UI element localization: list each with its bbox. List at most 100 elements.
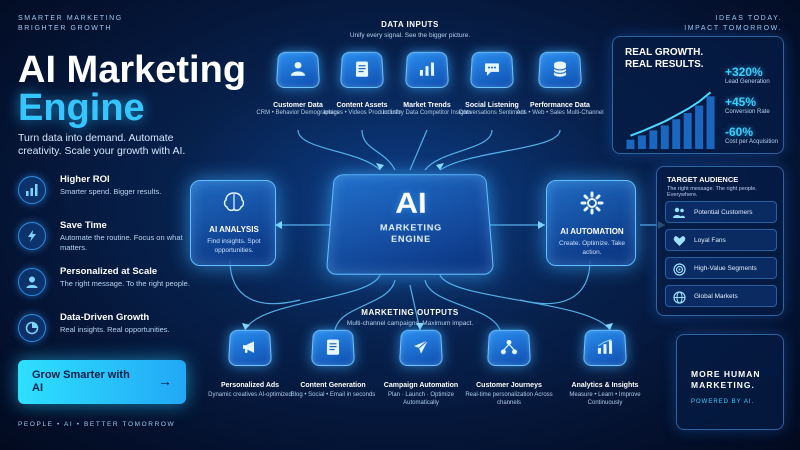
output-label: Analytics & Insights	[571, 382, 639, 389]
growth-bar	[695, 105, 704, 149]
gear-icon	[580, 191, 604, 220]
ai-analysis-cube: AI ANALYSIS Find insights. Spot opportun…	[190, 180, 276, 266]
audience-label: Potential Customers	[694, 209, 753, 216]
human-line2: MARKETING.	[691, 380, 755, 390]
pie-chart-icon	[18, 314, 46, 342]
audience-global-markets: Global Markets	[665, 285, 777, 307]
paper-plane-icon	[398, 329, 444, 366]
input-desc: Conversations Sentiment	[458, 110, 526, 116]
output-desc: Real-time personalization Across channel…	[465, 392, 553, 406]
audience-loyal-fans: Loyal Fans	[665, 229, 777, 251]
benefit-desc: Smarter spend. Bigger results.	[60, 187, 162, 196]
growth-bar	[626, 139, 635, 149]
engine-line1: MARKETING	[379, 222, 443, 233]
output-label: Customer Journeys	[476, 382, 542, 389]
audience-title: TARGET AUDIENCE	[667, 175, 739, 184]
human-marketing-panel: MORE HUMAN MARKETING. POWERED BY AI.	[676, 334, 784, 430]
input-label: Customer Data	[273, 102, 323, 109]
document-icon	[310, 329, 356, 366]
output-personalized-ads: Personalized Ads Dynamic creatives AI-op…	[205, 328, 295, 399]
benefit-title: Data-Driven Growth	[60, 312, 150, 323]
engine-line2: ENGINE	[390, 234, 432, 244]
metric-label: Cost per Acquisition	[725, 139, 779, 145]
audience-label: Loyal Fans	[694, 237, 726, 244]
bar-chart-icon	[582, 329, 628, 366]
tagline-right: IDEAS TODAY. IMPACT TOMORROW.	[684, 14, 782, 34]
output-desc: Measure • Learn • Improve Continuously	[569, 392, 641, 406]
brain-icon	[222, 191, 246, 218]
input-market-trends: Market Trends Industry Data Competitor I…	[382, 50, 472, 117]
automation-title: AI AUTOMATION	[560, 227, 624, 236]
output-customer-journeys: Customer Journeys Real-time personalizat…	[464, 328, 554, 407]
output-desc: Blog • Social • Email in seconds	[290, 392, 376, 398]
network-icon	[486, 329, 532, 366]
outputs-subtitle: Multi-channel campaigns. Maximum impact.	[346, 320, 474, 327]
metric-value: -60%	[725, 125, 754, 139]
metric-label: Conversion Rate	[725, 109, 770, 115]
engine-big-label: AI	[395, 187, 427, 220]
input-label: Social Listening	[465, 102, 519, 109]
inputs-title: DATA INPUTS	[381, 20, 439, 29]
benefit-desc: Real insights. Real opportunities.	[60, 325, 170, 334]
input-social-listening: Social Listening Conversations Sentiment	[447, 50, 537, 117]
output-label: Content Generation	[300, 382, 366, 389]
output-desc: Dynamic creatives AI-optimized	[208, 392, 292, 398]
inputs-subtitle: Unify every signal. See the bigger pictu…	[349, 32, 471, 39]
bar-chart-icon	[404, 51, 450, 88]
heart-icon	[672, 234, 686, 248]
users-icon	[672, 206, 686, 220]
growth-bar	[660, 125, 669, 149]
benefit-desc: Automate the routine. Focus on what matt…	[60, 233, 183, 252]
tagline-left-line1: SMARTER MARKETING	[18, 15, 123, 22]
input-desc: CRM • Behavior Demographics	[256, 110, 340, 116]
ai-automation-cube: AI AUTOMATION Create. Optimize. Take act…	[546, 180, 636, 266]
target-icon	[672, 262, 686, 276]
audience-subtitle: The right message. The right people. Eve…	[667, 186, 757, 198]
metric-label: Lead Generation	[725, 79, 770, 85]
input-performance-data: Performance Data Ads • Web • Sales Multi…	[515, 50, 605, 117]
input-label: Performance Data	[530, 102, 590, 109]
results-title: REAL GROWTH. REAL RESULTS.	[625, 47, 704, 71]
benefit-desc: The right message. To the right people.	[60, 279, 190, 288]
growth-bar	[683, 113, 692, 149]
input-desc: Images • Videos Product Info	[323, 110, 401, 116]
grow-smarter-button[interactable]: Grow Smarter with AI →	[18, 360, 186, 404]
users-icon	[275, 51, 321, 88]
output-content-generation: Content Generation Blog • Social • Email…	[288, 328, 378, 399]
growth-bar	[649, 130, 658, 149]
benefit-data-driven: Data-Driven Growth Real insights. Real o…	[18, 310, 193, 350]
output-label: Personalized Ads	[220, 382, 280, 389]
arrow-right-icon: →	[158, 373, 172, 389]
human-line1: MORE HUMAN	[691, 369, 761, 379]
tagline-right-line2: IMPACT TOMORROW.	[684, 25, 782, 32]
metric-cpa: -60% Cost per Acquisition	[725, 125, 783, 145]
results-title-line1: REAL GROWTH.	[625, 47, 704, 58]
cta-label: Grow Smarter with AI	[32, 369, 130, 394]
audience-label: Global Markets	[694, 293, 738, 300]
megaphone-icon	[227, 329, 273, 366]
input-desc: Industry Data Competitor Insights	[382, 110, 472, 116]
database-icon	[537, 51, 583, 88]
growth-trend-line	[630, 91, 712, 137]
audience-high-value: High-Value Segments	[665, 257, 777, 279]
hero-title-line1: AI Marketing	[18, 49, 247, 91]
bar-chart-icon	[18, 176, 46, 204]
input-desc: Ads • Web • Sales Multi-Channel	[516, 110, 604, 116]
output-analytics-insights: Analytics & Insights Measure • Learn • I…	[560, 328, 650, 407]
benefit-title: Personalized at Scale	[60, 266, 158, 277]
audience-potential-customers: Potential Customers	[665, 201, 777, 223]
benefit-title: Higher ROI	[60, 174, 110, 185]
benefit-higher-roi: Higher ROI Smarter spend. Bigger results…	[18, 172, 193, 212]
output-desc: Plan · Launch · Optimize Automatically	[387, 392, 455, 406]
growth-bar	[637, 135, 646, 149]
tagline-left-line2: BRIGHTER GROWTH	[18, 25, 112, 32]
metric-lead-gen: +320% Lead Generation	[725, 65, 783, 85]
metric-conversion: +45% Conversion Rate	[725, 95, 783, 115]
analysis-title: AI ANALYSIS	[209, 225, 259, 234]
tagline-right-line1: IDEAS TODAY.	[715, 15, 782, 22]
growth-bar	[672, 119, 681, 149]
input-label: Market Trends	[403, 102, 451, 109]
person-icon	[18, 268, 46, 296]
input-content-assets: Content Assets Images • Videos Product I…	[317, 50, 407, 117]
benefit-title: Save Time	[60, 220, 107, 231]
